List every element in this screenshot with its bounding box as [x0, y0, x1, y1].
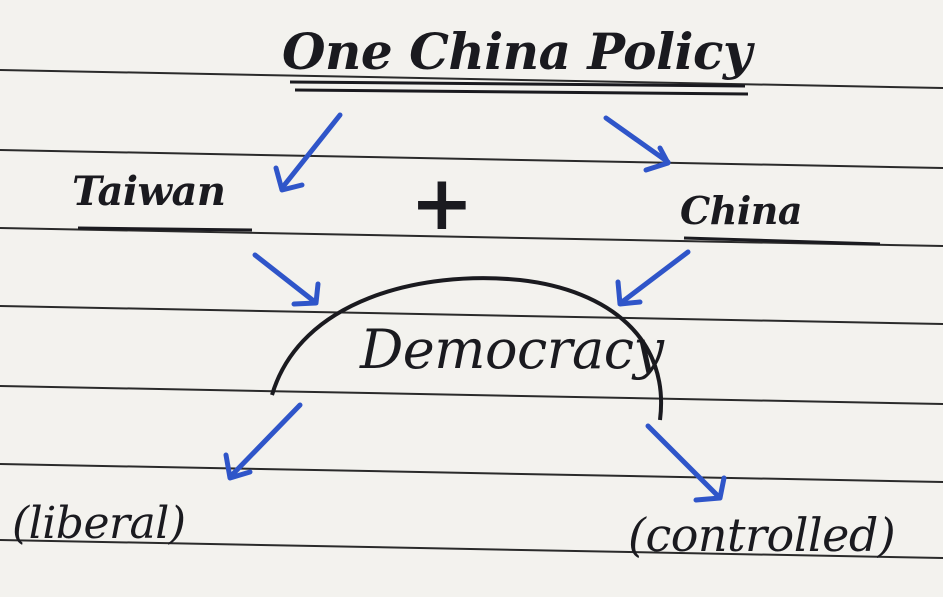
arrow-china-to-democracy [615, 249, 691, 307]
democracy-label: Democracy [360, 318, 664, 381]
controlled-label: (controlled) [628, 508, 896, 562]
china-underline [683, 236, 881, 246]
ruled-lines [0, 69, 943, 559]
arrow-democracy-to-liberal [223, 402, 303, 481]
title-underline [289, 80, 749, 96]
arrow-democracy-to-controlled [645, 423, 727, 503]
arrow-title-to-china [603, 115, 671, 173]
democracy-arc [270, 276, 664, 421]
china-label: China [680, 188, 803, 233]
taiwan-label: Taiwan [72, 168, 226, 215]
arrow-taiwan-to-democracy [252, 252, 321, 307]
diagram-title: One China Policy [282, 22, 752, 81]
arrow-title-to-taiwan [273, 112, 343, 193]
plus-sign: + [410, 158, 474, 247]
taiwan-underline [77, 226, 253, 232]
arrows [223, 112, 727, 503]
liberal-label: (liberal) [12, 498, 186, 549]
